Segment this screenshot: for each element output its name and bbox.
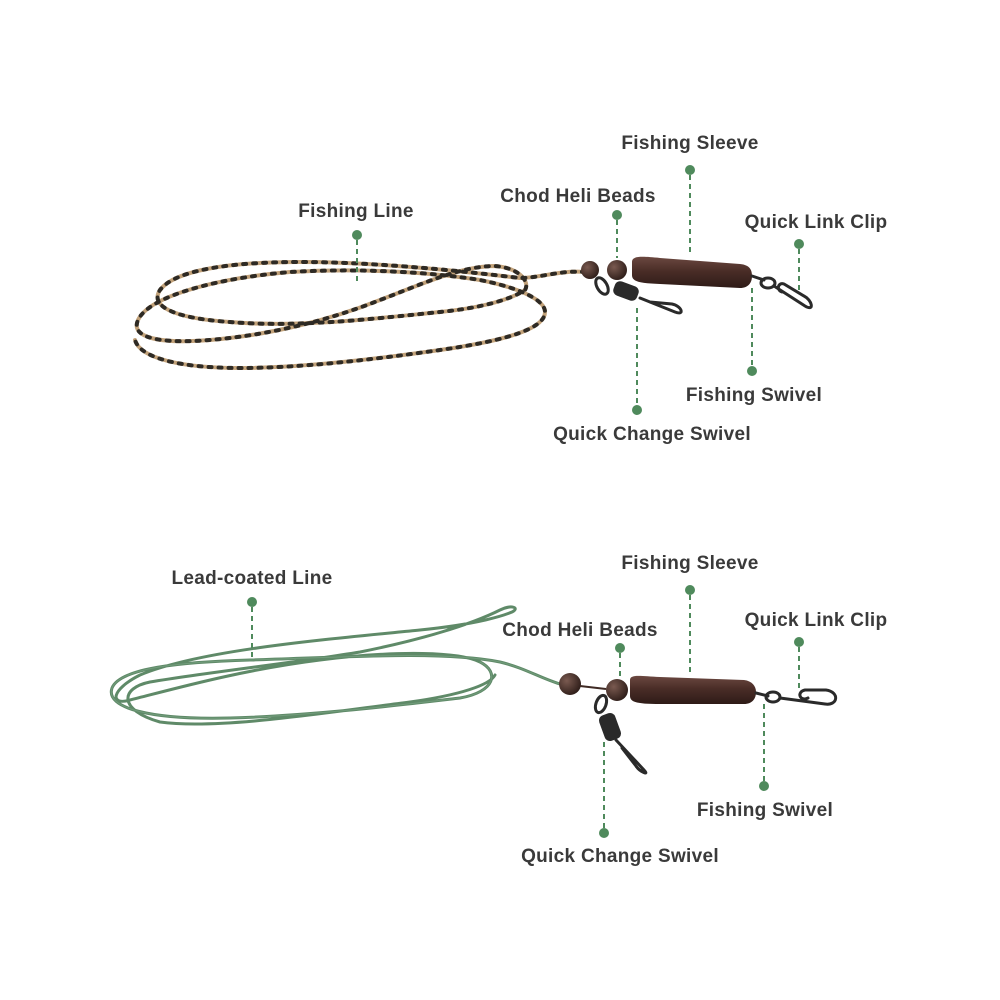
fishing-sleeve <box>632 256 752 288</box>
label-chod-heli-beads: Chod Heli Beads <box>500 186 655 207</box>
rig-2: Lead-coated Line Chod Heli Beads Fishing… <box>109 553 888 867</box>
quick-change-swivel <box>593 693 648 775</box>
leader-quick-change-swivel <box>632 308 642 415</box>
label-fishing-swivel: Fishing Swivel <box>686 385 822 406</box>
label-quick-link-clip: Quick Link Clip <box>745 610 888 631</box>
label-quick-change-swivel: Quick Change Swivel <box>553 424 751 445</box>
leader-quick-link-clip <box>794 239 804 292</box>
lead-coated-line-coil <box>109 605 562 726</box>
fishing-line-coil <box>133 259 587 371</box>
label-fishing-sleeve: Fishing Sleeve <box>621 553 758 574</box>
fishing-swivel <box>750 274 777 290</box>
leader-quick-link-clip <box>794 637 804 690</box>
quick-change-swivel <box>594 276 683 315</box>
chod-heli-beads <box>559 673 628 701</box>
quick-link-clip <box>778 688 838 706</box>
label-chod-heli-beads: Chod Heli Beads <box>502 620 657 641</box>
leader-fishing-swivel <box>747 288 757 376</box>
label-fishing-sleeve: Fishing Sleeve <box>621 133 758 154</box>
leader-fishing-sleeve <box>685 165 695 256</box>
leader-chod-heli-beads <box>612 210 622 258</box>
leader-chod-heli-beads <box>615 643 625 678</box>
leader-fishing-swivel <box>759 704 769 791</box>
quick-link-clip <box>772 282 813 310</box>
fishing-swivel <box>754 690 782 704</box>
leader-lead-coated-line <box>247 597 257 658</box>
leader-fishing-line <box>352 230 362 282</box>
label-lead-coated-line: Lead-coated Line <box>171 568 332 589</box>
fishing-sleeve <box>630 675 756 704</box>
leader-quick-change-swivel <box>599 742 609 838</box>
chod-heli-beads <box>581 260 627 280</box>
label-quick-change-swivel: Quick Change Swivel <box>521 846 719 867</box>
label-fishing-line: Fishing Line <box>298 201 414 222</box>
label-fishing-swivel: Fishing Swivel <box>697 800 833 821</box>
label-quick-link-clip: Quick Link Clip <box>745 212 888 233</box>
leader-fishing-sleeve <box>685 585 695 676</box>
rig-1: Fishing Line Chod Heli Beads Fishing Sle… <box>133 133 888 445</box>
